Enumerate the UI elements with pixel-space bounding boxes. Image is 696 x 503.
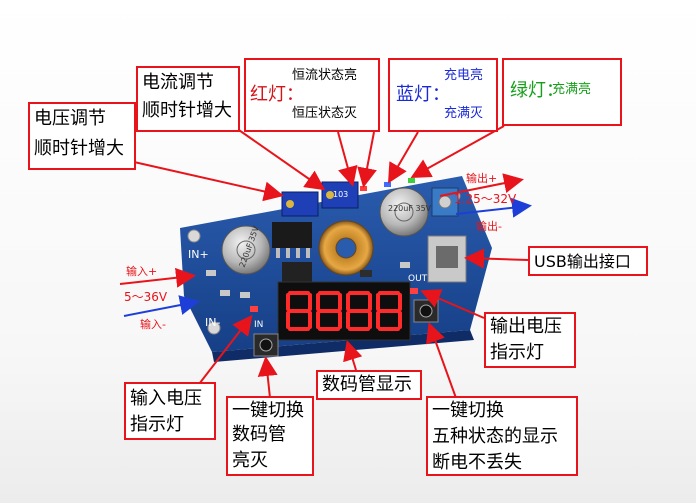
arrow-red-led-1 [338,132,352,183]
input-range-label: 5～36V [124,290,167,304]
voltage-adjust-line1: 电压调节 [34,108,106,130]
output-led-line2: 指示灯 [490,342,544,364]
red-led-box: 红灯： 恒流状态亮 恒压状态灭 [244,58,380,132]
arrow-blue-led [390,132,418,180]
usb-output-label: USB输出接口 [534,252,631,271]
green-led-box: 绿灯： 充满亮 [502,58,622,126]
mode-switch-line1: 一键切换 [432,400,504,422]
arrow-red-led-2 [364,132,374,184]
voltage-adjust-box: 电压调节 顺时针增大 [28,102,136,170]
current-adjust-box: 电流调节 顺时针增大 [136,66,240,132]
input-led-line2: 指示灯 [130,414,184,436]
current-adjust-line2: 顺时针增大 [142,100,232,122]
display-toggle-line2: 数码管 [232,424,286,446]
digit-display-box: 数码管显示 [316,370,422,400]
arrow-output-led [424,292,484,318]
output-minus-label: 输出- [476,220,502,233]
voltage-adjust-line2: 顺时针增大 [34,138,124,160]
display-toggle-line1: 一键切换 [232,400,304,422]
usb-output-box: USB输出接口 [528,246,648,276]
blue-led-state1: 充电亮 [444,68,483,84]
input-plus-label: 输入+ [126,265,157,278]
input-minus-label: 输入- [140,318,166,331]
mode-switch-box: 一键切换 五种状态的显示 断电不丢失 [426,396,578,476]
arrow-output-minus [456,206,528,214]
display-toggle-line3: 亮灭 [232,450,268,472]
input-led-line1: 输入电压 [130,388,202,410]
digit-display-label: 数码管显示 [322,374,412,396]
green-led-state1: 充满亮 [552,82,591,98]
arrow-usb [468,258,528,260]
blue-led-box: 蓝灯： 充电亮 充满灭 [388,58,498,132]
input-led-box: 输入电压 指示灯 [124,382,216,440]
arrow-voltage-adjust [134,162,280,195]
blue-arrows [124,206,528,316]
blue-led-title: 蓝灯： [396,84,450,106]
mode-switch-line2: 五种状态的显示 [432,426,558,448]
arrow-display-toggle [266,360,270,398]
mode-switch-line3: 断电不丢失 [432,452,522,474]
arrow-input-led [196,318,250,388]
output-range-label: 1.25～32V [454,192,516,206]
display-toggle-box: 一键切换 数码管 亮灭 [226,396,314,476]
leader-lines [120,126,528,398]
blue-led-state2: 充满灭 [444,106,483,122]
output-plus-label: 输出+ [466,172,497,185]
output-led-box: 输出电压 指示灯 [484,312,576,368]
arrow-digit-display [348,344,356,370]
current-adjust-line1: 电流调节 [142,72,214,94]
arrow-current-adjust [236,128,322,188]
arrow-green-led [414,126,504,176]
red-led-title: 红灯： [250,84,304,106]
red-led-state1: 恒流状态亮 [292,68,357,84]
arrow-mode-switch [430,326,456,398]
output-led-line1: 输出电压 [490,316,562,338]
red-led-state2: 恒压状态灭 [292,106,357,122]
